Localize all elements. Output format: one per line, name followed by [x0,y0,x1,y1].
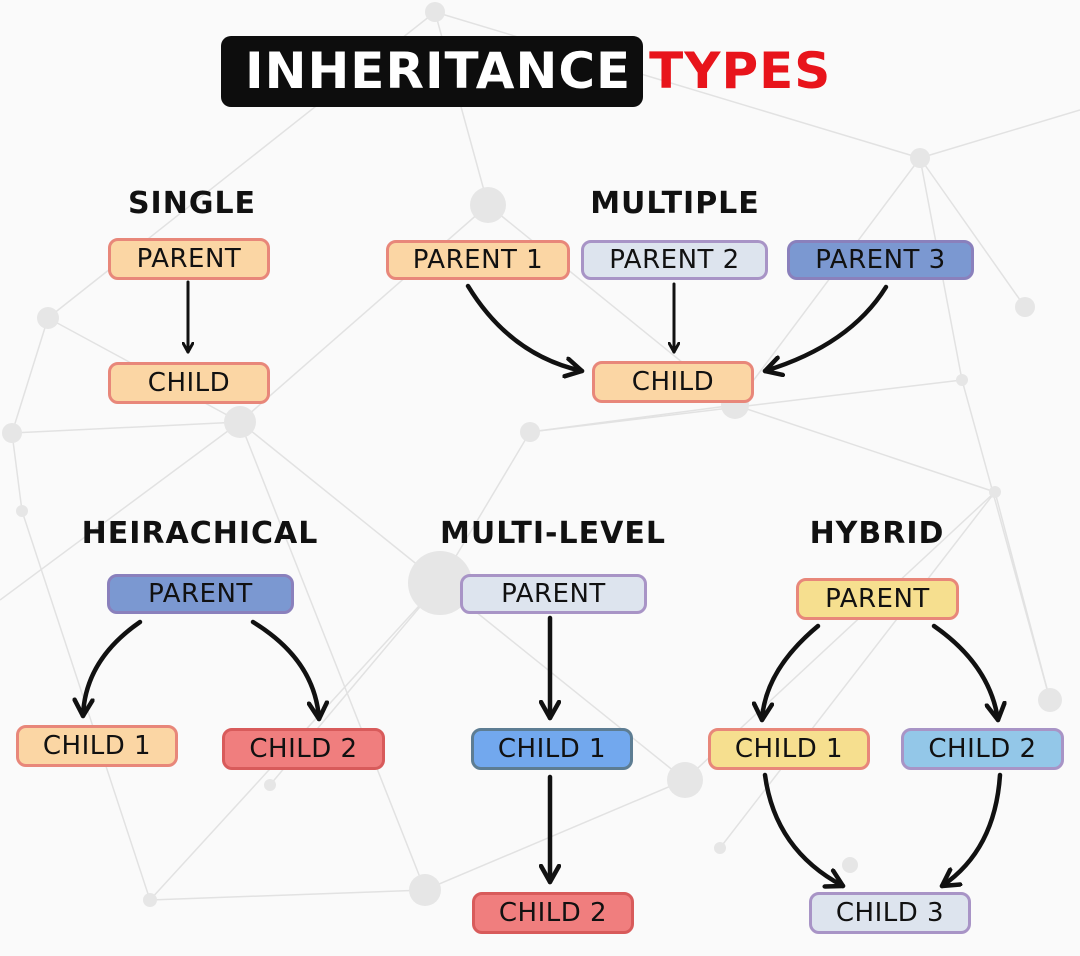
single-child-node: CHILD [108,362,270,404]
hierarchical-parent-node: PARENT [107,574,294,614]
multilevel-parent-node: PARENT [460,574,647,614]
multiple-parent2-node: PARENT 2 [581,240,768,280]
title-dark-segment: INHERITANCE [221,36,644,107]
hierarchical-heading: HEIRACHICAL [81,516,319,551]
hierarchical-child2-node: CHILD 2 [222,728,385,770]
hybrid-heading: HYBRID [809,516,945,551]
hybrid-parent-node: PARENT [796,578,959,620]
multiple-heading: MULTIPLE [590,186,760,221]
multilevel-heading: MULTI-LEVEL [440,516,666,551]
multilevel-child2-node: CHILD 2 [472,892,634,934]
title-red-segment: TYPES [649,42,832,100]
hybrid-child1-node: CHILD 1 [708,728,870,770]
multiple-child-node: CHILD [592,361,754,403]
multiple-parent3-node: PARENT 3 [787,240,974,280]
hybrid-child2-node: CHILD 2 [901,728,1064,770]
hybrid-child3-node: CHILD 3 [809,892,971,934]
page-title: INHERITANCE TYPES [221,36,831,107]
multiple-parent1-node: PARENT 1 [386,240,570,280]
hierarchical-child1-node: CHILD 1 [16,725,178,767]
single-parent-node: PARENT [108,238,270,280]
single-heading: SINGLE [127,186,257,221]
multilevel-child1-node: CHILD 1 [471,728,633,770]
